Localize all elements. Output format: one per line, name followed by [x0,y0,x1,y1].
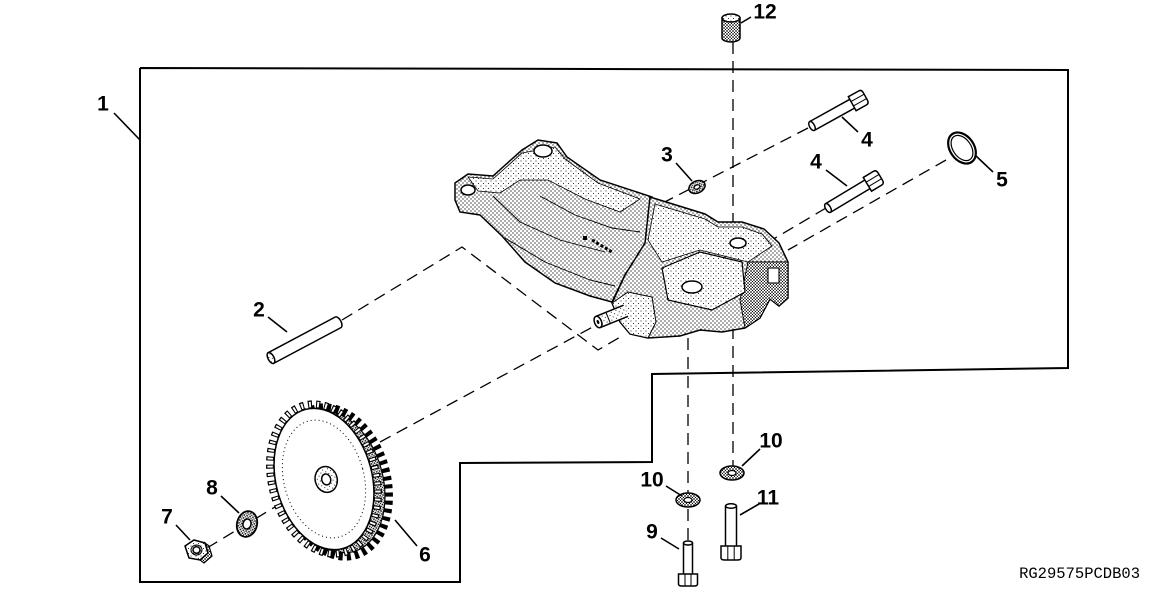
callout-10-left: 10 [640,469,663,492]
figure-reference-code: RG29575PCDB03 [1019,565,1140,583]
cap-screw-long [720,503,742,561]
leader-line-5 [974,154,994,173]
leader-line-8 [220,495,240,514]
bracket-rib-line [539,195,641,233]
callout-1: 1 [97,93,109,116]
leader-line-11 [739,503,760,516]
cap-screw-short [677,540,699,587]
bracket-top-face [467,146,641,213]
gear-bore [320,473,332,486]
leader-line-10-right [741,448,761,467]
leader-line-1 [113,112,141,141]
leader-line-4-upper [841,116,859,133]
alignment-line-gear-to-shaft [379,322,601,443]
pump-cover-boss [661,251,746,311]
leader-line-12 [740,16,752,24]
bracket-rib-line [504,237,616,287]
callout-7: 7 [161,506,173,529]
washer-left [675,492,701,508]
pump-outlet-boss [767,267,780,284]
pump-cover-bolt-hole [681,280,703,294]
alignment-line-nut-to-gear [206,480,319,549]
dowel-pin [266,316,343,365]
callout-4-upper: 4 [861,129,873,152]
callout-11: 11 [757,487,780,510]
assembly-boundary-outline [139,67,1069,583]
leader-line-6 [394,519,418,547]
drive-gear [266,400,393,561]
alignment-line-pin [341,246,623,351]
cap-screw-upper [807,89,869,132]
leader-line-7 [175,524,191,541]
washer-right [719,465,745,481]
oil-pump-body [454,139,789,339]
alignment-line-upper-bolt [654,127,809,208]
gear-teeth [266,400,382,558]
leader-line-2 [267,316,288,333]
leader-line-10-left [665,485,683,497]
leader-lines [113,16,994,550]
pump-front-face [611,291,657,339]
bracket-mounting-hole-top [533,144,553,158]
callout-10-right: 10 [759,430,782,453]
callout-5: 5 [996,169,1008,192]
callout-12: 12 [753,1,776,24]
casting-mark [583,236,613,254]
callout-4-lower: 4 [810,151,822,174]
leader-line-3 [675,162,693,182]
alignment-line-lower-bolt [764,207,827,245]
callout-9: 9 [646,521,658,544]
gear-washer [235,510,259,538]
alignment-line-o-ring [787,159,947,251]
callout-3: 3 [661,144,673,167]
leader-line-9 [660,537,680,550]
small-nut [688,179,706,195]
o-ring [947,131,977,165]
cap-screw-lower [823,170,884,214]
pump-drive-shaft [593,304,629,329]
bracket-rib-line [492,195,606,253]
sleeve-part [721,13,741,43]
leader-line-4-lower [825,169,848,187]
callout-labels: 1 12 3 4 4 5 2 8 7 6 10 10 9 11 [97,1,1008,567]
gear-front-face [266,400,382,558]
gear-pitch-circle [281,419,367,539]
pump-housing-bolt-hole [729,237,747,249]
callout-8: 8 [206,477,218,500]
hex-nut [184,539,213,564]
callout-2: 2 [253,299,265,322]
bracket-mounting-hole-left [460,184,476,196]
callout-6: 6 [419,544,431,567]
